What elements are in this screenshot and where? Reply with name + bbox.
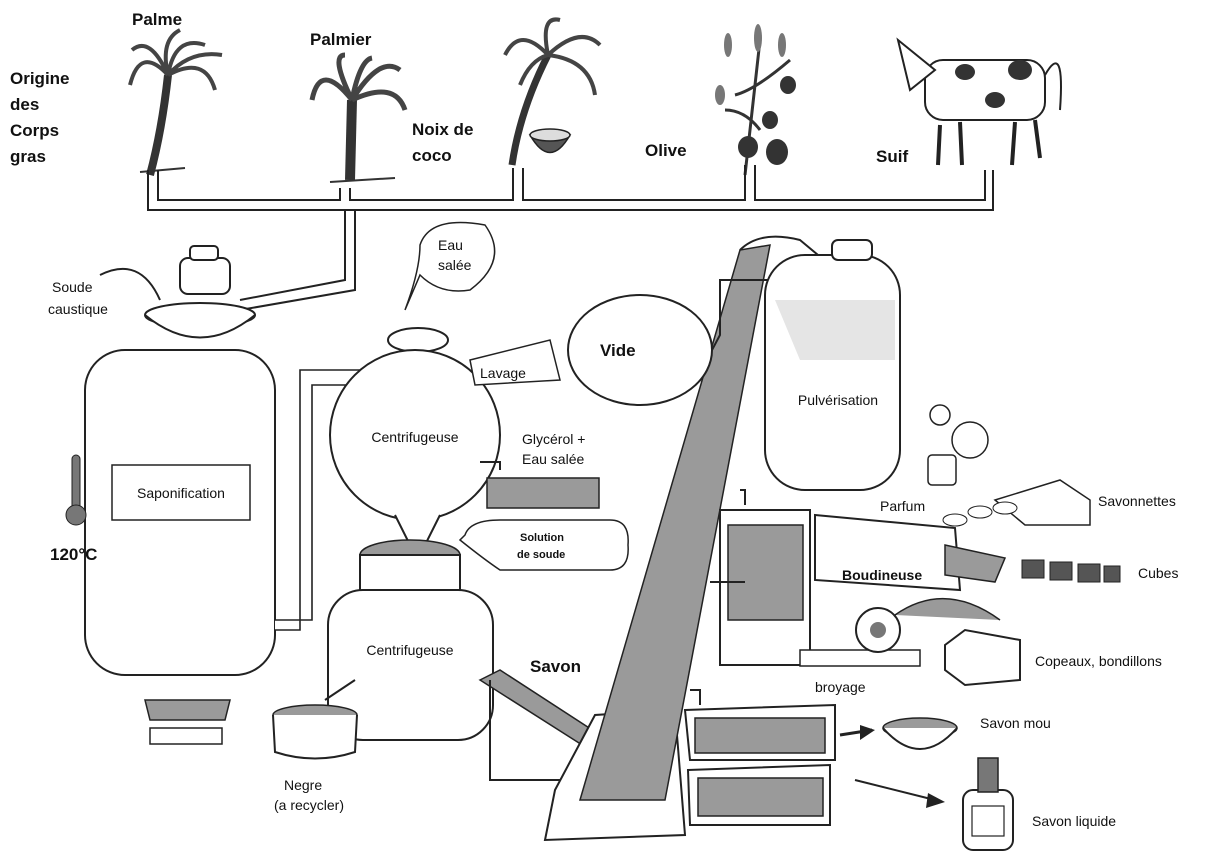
thermometer-icon bbox=[65, 454, 87, 526]
palm-tree-icon bbox=[309, 52, 408, 183]
eau-salee-bubble: Eau salée bbox=[404, 221, 496, 311]
glycerol-output: Glycérol + Eau salée bbox=[480, 431, 600, 509]
source-name-palme: Palme bbox=[132, 10, 182, 29]
soude-jar-icon bbox=[179, 257, 231, 295]
source-suif: Suif bbox=[876, 37, 1062, 166]
source-noix-de-coco: Noix de coco bbox=[412, 17, 602, 166]
pulverisation-tower: Pulvérisation bbox=[764, 239, 901, 491]
savon-liquide-output: Savon liquide bbox=[854, 757, 1116, 851]
centrifugeuse-1: Centrifugeuse bbox=[329, 349, 501, 546]
origin-label-line-4: gras bbox=[10, 147, 46, 166]
soude-label-line-1: Soude bbox=[52, 279, 93, 295]
olive-branch-icon bbox=[715, 24, 796, 176]
boudineuse-label: Boudineuse bbox=[842, 567, 922, 583]
source-olive: Olive bbox=[645, 24, 796, 176]
cow-icon bbox=[896, 37, 1062, 166]
savonnettes-output: Savonnettes bbox=[942, 479, 1176, 527]
boudineuse-machine: Boudineuse bbox=[814, 513, 1007, 592]
source-palmier: Palmier bbox=[309, 30, 408, 183]
glycerol-tray bbox=[486, 477, 600, 509]
centrifugeuse-1-label: Centrifugeuse bbox=[371, 429, 458, 445]
soude-label-line-2: caustique bbox=[48, 301, 108, 317]
origin-label-line-3: Corps bbox=[10, 121, 59, 140]
negre-output: Negre (a recycler) bbox=[272, 679, 358, 813]
parfum-label: Parfum bbox=[880, 498, 925, 514]
coconut-tree-icon bbox=[503, 17, 602, 166]
savonnettes-label: Savonnettes bbox=[1098, 493, 1176, 509]
source-name-suif: Suif bbox=[876, 147, 908, 166]
centrifugeuse-2-label: Centrifugeuse bbox=[366, 642, 453, 658]
savon-chute: Savon bbox=[478, 235, 831, 842]
broyage-label: broyage bbox=[815, 679, 866, 695]
origin-label-line-1: Origine bbox=[10, 69, 70, 88]
origin-label-line-2: des bbox=[10, 95, 39, 114]
broyage-machine: broyage bbox=[815, 598, 1001, 695]
cubes-label: Cubes bbox=[1138, 565, 1178, 581]
collector-pipes bbox=[147, 165, 994, 311]
eau-salee-label-line-1: Eau bbox=[438, 237, 463, 253]
source-name-coco-line-2: coco bbox=[412, 146, 452, 165]
saponification-tank: Saponification 120°C bbox=[50, 349, 276, 745]
parfum-station: Parfum bbox=[880, 404, 989, 514]
pulverisation-label: Pulvérisation bbox=[798, 392, 878, 408]
temperature-label: 120°C bbox=[50, 545, 97, 564]
solution-de-soude-bubble: Solution de soude bbox=[458, 519, 629, 571]
negre-label-line-2: (a recycler) bbox=[274, 797, 344, 813]
savon-mou-output: Savon mou bbox=[839, 715, 1051, 750]
copeaux-label: Copeaux, bondillons bbox=[1035, 653, 1162, 669]
vide-label: Vide bbox=[600, 341, 636, 360]
source-name-palmier: Palmier bbox=[310, 30, 372, 49]
negre-label-line-1: Negre bbox=[284, 777, 322, 793]
cubes-output: Cubes bbox=[1021, 559, 1178, 583]
perfume-bottle-icon bbox=[927, 404, 989, 486]
solution-label-line-2: de soude bbox=[517, 549, 565, 561]
source-palme: Palme bbox=[128, 10, 223, 177]
saponification-label: Saponification bbox=[137, 485, 225, 501]
glycerol-label-line-2: Eau salée bbox=[522, 451, 584, 467]
liquid-soap-bottle-icon bbox=[962, 757, 1014, 851]
soude-caustique: Soude caustique bbox=[48, 245, 256, 339]
conveyor-belt bbox=[579, 244, 771, 801]
palm-tree-icon bbox=[128, 28, 223, 177]
solution-label-line-1: Solution bbox=[520, 532, 564, 544]
source-name-coco-line-1: Noix de bbox=[412, 120, 473, 139]
origin-label: Origine des Corps gras bbox=[10, 69, 70, 166]
savon-label: Savon bbox=[530, 657, 581, 676]
lavage-flag: Lavage bbox=[469, 339, 561, 386]
burner-icon bbox=[144, 699, 231, 745]
source-name-olive: Olive bbox=[645, 141, 687, 160]
centrifugeuse-2: Centrifugeuse bbox=[327, 539, 494, 741]
eau-salee-label-line-2: salée bbox=[438, 257, 472, 273]
vide-chamber: Vide bbox=[567, 279, 770, 406]
lavage-label: Lavage bbox=[480, 365, 526, 381]
glycerol-label-line-1: Glycérol + bbox=[522, 431, 585, 447]
savon-liquide-label: Savon liquide bbox=[1032, 813, 1116, 829]
savon-mou-label: Savon mou bbox=[980, 715, 1051, 731]
copeaux-output: Copeaux, bondillons bbox=[944, 628, 1162, 687]
cooling-trays bbox=[683, 489, 921, 826]
